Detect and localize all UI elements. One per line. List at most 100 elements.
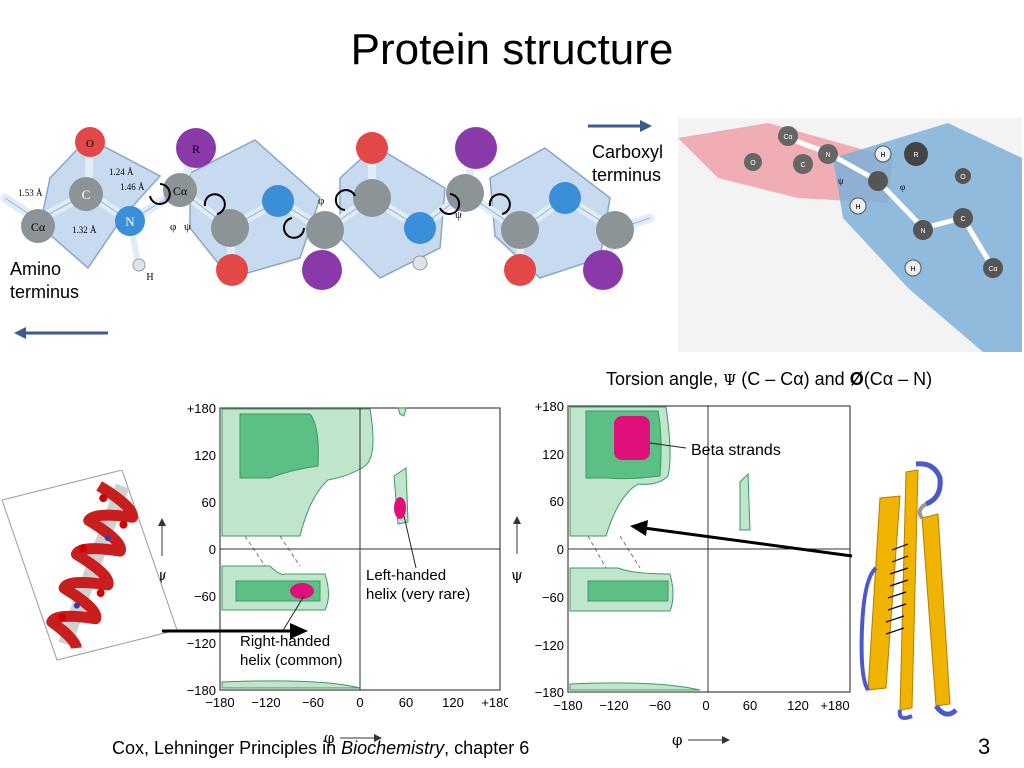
nitrogen-atom — [262, 185, 294, 217]
bond-length-label: 1.24 Å — [109, 167, 134, 177]
minor-region — [397, 407, 407, 417]
right-arrow-icon — [340, 734, 382, 742]
beta-strands-highlight — [614, 416, 650, 460]
psi-label: ψ — [184, 221, 191, 233]
y-tick-label: 120 — [194, 448, 216, 463]
atom-label: Cα — [988, 266, 997, 273]
black-arrow-right-icon — [162, 623, 308, 639]
torsion-suffix: (Cα – N) — [863, 369, 933, 389]
annotation-leader — [281, 595, 305, 633]
annotation-leader — [403, 515, 417, 569]
atom-label: Cα — [173, 184, 188, 198]
right-arrow-icon — [688, 736, 730, 744]
x-tick-label: −120 — [251, 695, 280, 710]
x-tick-label: 120 — [442, 695, 464, 710]
beta-strand — [921, 513, 951, 707]
oxygen-atom — [356, 132, 388, 164]
torsion-angle-caption: Torsion angle, Ψ (C – Cα) and Ø(Cα – N) — [606, 369, 932, 390]
loop — [915, 461, 943, 507]
carbon-atom — [353, 179, 391, 217]
hydrogen-bond-arrows — [885, 543, 909, 635]
annotation-leader — [649, 442, 687, 449]
oxygen-atom — [96, 588, 105, 597]
atom-label: C — [800, 162, 805, 169]
right-handed-helix-highlight — [290, 583, 314, 599]
atom-label: O — [750, 160, 756, 167]
atom-label: H — [855, 204, 860, 211]
hydrogen-atom — [904, 259, 922, 277]
atom-label: H — [910, 266, 915, 273]
bottom-region — [569, 682, 701, 691]
beta-region-favored — [239, 413, 319, 479]
atom-label: Cα — [31, 220, 46, 234]
right-handed-helix-label-line1: Right-handed — [240, 633, 330, 650]
alpha-carbon-atom — [163, 173, 197, 207]
alpha-carbon-atom — [983, 258, 1003, 278]
citation: Cox, Lehninger Principles in Biochemistr… — [112, 738, 529, 759]
alpha-region-favored — [587, 580, 669, 602]
alpha-carbon-atom — [596, 211, 634, 249]
atom-label: Cα — [783, 134, 792, 141]
hydrogen-atom — [874, 145, 892, 163]
nitrogen-atom — [549, 182, 581, 214]
right-handed-helix-label-line2: helix (common) — [240, 652, 343, 669]
rotation-arrow-icon — [283, 217, 305, 239]
nitrogen-atom — [73, 602, 80, 609]
y-tick-label: +180 — [535, 399, 564, 414]
x-tick-label: 0 — [702, 698, 709, 713]
y-tick-label: −60 — [542, 590, 564, 605]
black-arrow-left-icon — [630, 520, 853, 558]
ramachandran-plot-right: +180 120 60 0 −60 −120 −180 −180 −120 −6… — [508, 396, 856, 716]
atom-label: N — [125, 214, 135, 229]
y-tick-label: −180 — [535, 685, 564, 700]
y-tick-label: 60 — [550, 494, 564, 509]
nitrogen-atom — [404, 212, 436, 244]
oxygen-atom — [99, 494, 108, 503]
x-tick-label: −180 — [205, 695, 234, 710]
phi-axis-label: φ — [672, 731, 683, 749]
citation-suffix: , chapter 6 — [444, 738, 530, 758]
hydrogen-atom — [849, 197, 867, 215]
right-arrow-icon — [588, 120, 652, 132]
rotation-arrow-icon — [334, 189, 356, 211]
atom-label: C — [82, 187, 91, 202]
loop — [859, 566, 878, 692]
oxygen-atom — [119, 520, 128, 529]
psi-axis-label: ψ — [155, 566, 167, 584]
up-arrow-icon — [158, 518, 166, 556]
x-tick-label: −60 — [649, 698, 671, 713]
atom-label: O — [86, 138, 94, 150]
y-tick-label: −120 — [187, 636, 216, 651]
y-tick-label: 60 — [202, 495, 216, 510]
oxygen-atom — [955, 168, 971, 184]
x-tick-label: 60 — [399, 695, 413, 710]
y-tick-label: −60 — [194, 589, 216, 604]
alpha-carbon-atom — [778, 126, 798, 146]
alpha-carbon-atom — [21, 209, 55, 243]
atom-label: H — [880, 152, 885, 159]
bond-length-label: 1.46 Å — [120, 182, 145, 192]
alpha-carbon-atom — [868, 171, 888, 191]
loop — [897, 709, 913, 720]
x-tick-label: 0 — [356, 695, 363, 710]
atom-label: H — [146, 272, 153, 283]
phi-symbol: Ø — [849, 369, 864, 389]
torsion-angle-3d-diagram: Cα O C N H R H H N C O Cα ψ φ — [678, 118, 1022, 352]
psi-axis-label: ψ — [511, 566, 523, 584]
psi-label: ψ — [838, 176, 844, 186]
rotation-arrow-icon — [149, 183, 171, 205]
x-tick-label: −120 — [599, 698, 628, 713]
hydrogen-atom — [412, 255, 428, 271]
slide-title: Protein structure — [350, 25, 674, 74]
atom-label: N — [920, 228, 925, 235]
page-number: 3 — [978, 734, 991, 759]
nitrogen-atom — [104, 535, 111, 542]
atom-label: C — [960, 216, 965, 223]
beta-sheet-image — [859, 461, 958, 720]
amino-terminus-label: Amino terminus — [10, 259, 80, 302]
r-group-atom — [302, 250, 342, 290]
nitrogen-atom — [115, 206, 145, 236]
left-arrow-icon — [14, 327, 108, 339]
y-tick-label: 0 — [557, 542, 564, 557]
r-group-atom — [904, 142, 928, 166]
